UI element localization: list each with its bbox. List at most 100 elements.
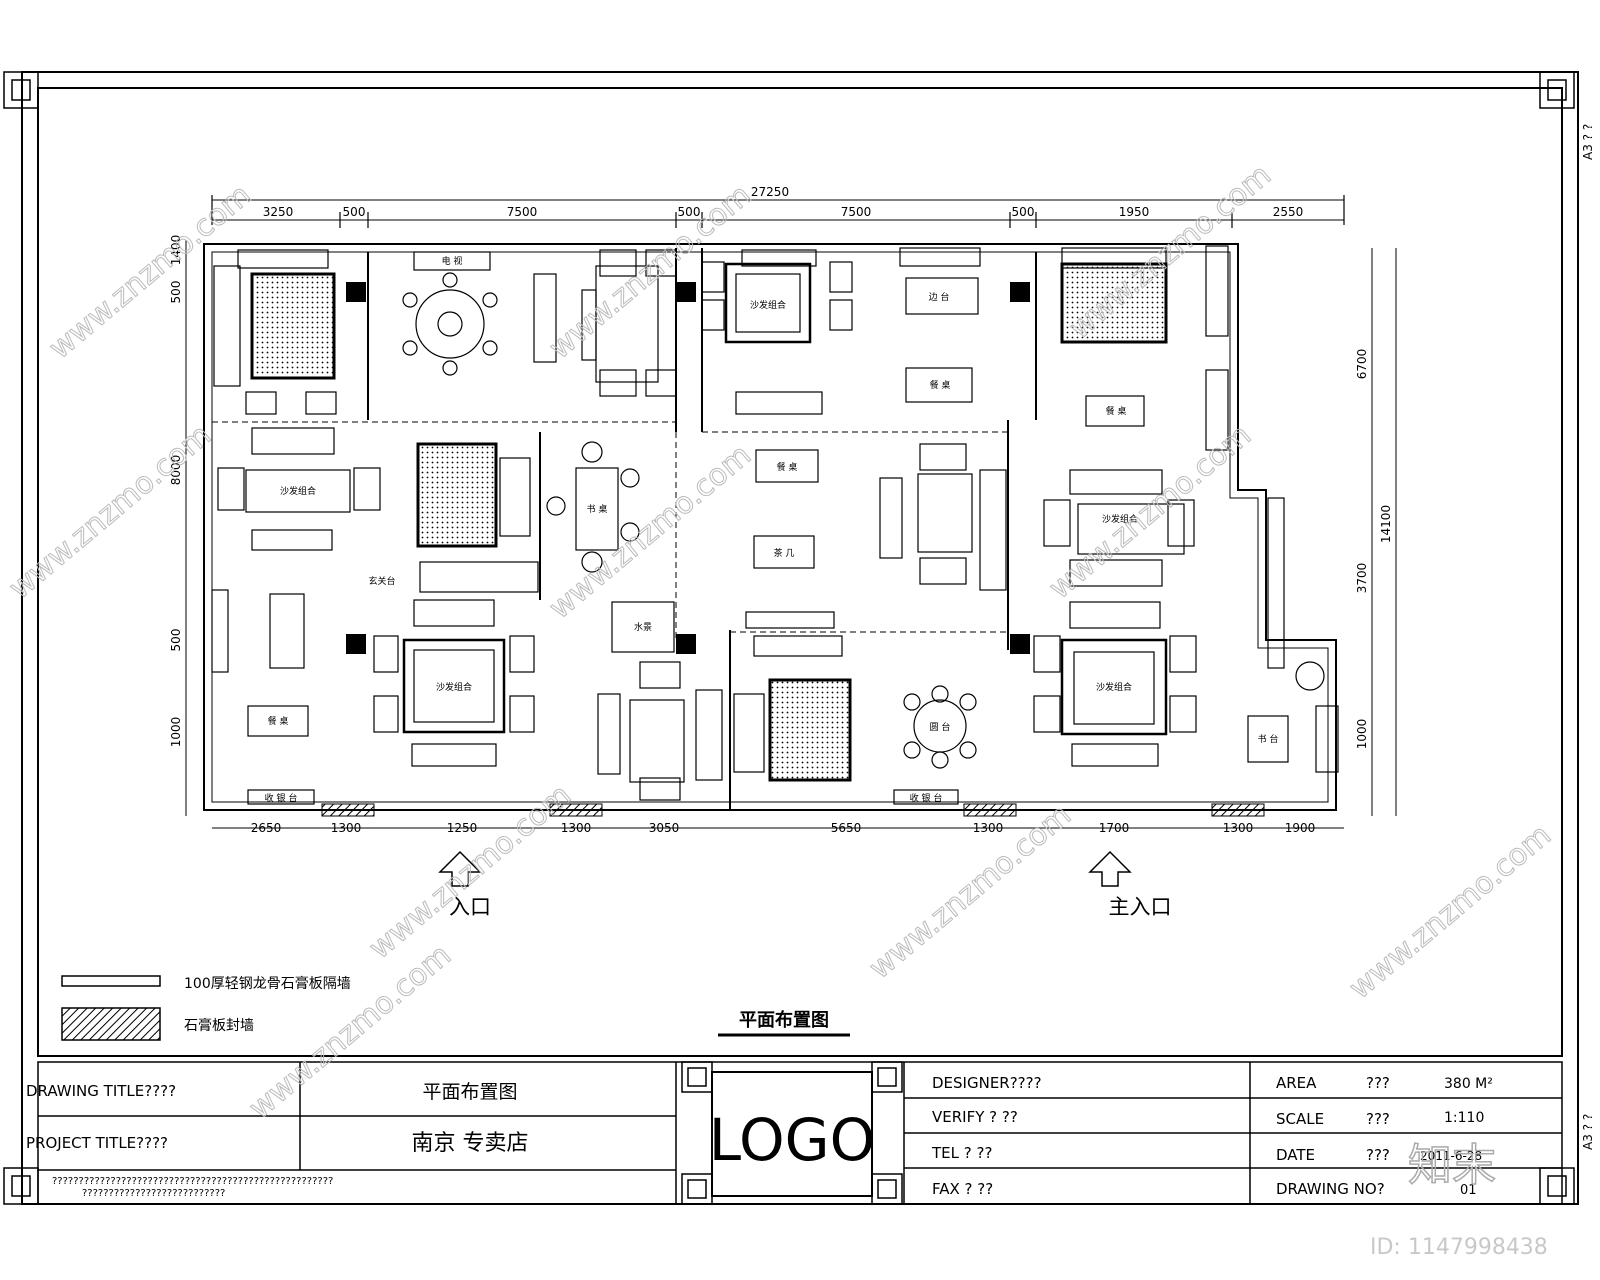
dim-left-4: 500 xyxy=(169,629,183,652)
right-dimension-labels: 14100 6700 3700 1000 xyxy=(1355,349,1393,750)
drawing-no-key: DRAWING NO? xyxy=(1276,1180,1385,1198)
legend-swatch-sealing xyxy=(61,1007,161,1041)
label-console: 玄关台 xyxy=(368,575,395,587)
label-dining-1: 餐 桌 xyxy=(930,379,951,391)
watermark-site-8: www.znzmo.com xyxy=(863,798,1078,987)
dim-bottom-9: 1300 xyxy=(1223,821,1254,835)
dining-table-top-right xyxy=(899,247,981,403)
date-value: 2011-6-28 xyxy=(1420,1149,1482,1163)
drawing-title-value: 平面布置图 xyxy=(422,1081,517,1103)
label-study-table: 书 台 xyxy=(1258,733,1279,745)
label-dining-4: 餐 桌 xyxy=(268,715,289,727)
entrance-arrow-main xyxy=(1088,850,1132,887)
legend: 100厚轻钢龙骨石膏板隔墙 石膏板封墙 xyxy=(61,975,351,1041)
note-line-1: ????????????????????????????????????????… xyxy=(52,1176,333,1187)
dining-table-right xyxy=(1085,369,1229,451)
label-round-table: 圆 台 xyxy=(930,721,951,733)
dim-right-2: 3700 xyxy=(1355,563,1369,594)
dim-top-8: 2550 xyxy=(1273,205,1304,219)
drawing-title-key: DRAWING TITLE???? xyxy=(26,1082,176,1100)
label-sofa-mid-left: 沙发组合 xyxy=(280,485,316,497)
dim-top-6: 500 xyxy=(1012,205,1035,219)
plan-title: 平面布置图 xyxy=(739,1009,829,1031)
water-feature-box xyxy=(611,601,675,653)
dim-top-2: 500 xyxy=(343,205,366,219)
bedroom-lower xyxy=(733,635,852,782)
label-sofa-lower-left: 沙发组合 xyxy=(436,681,472,693)
sofa-set-top xyxy=(701,249,853,415)
scale-value: 1:110 xyxy=(1444,1110,1484,1126)
dining-mid-center xyxy=(745,449,835,629)
corner-brand-logo: 知末 xyxy=(1408,1140,1496,1191)
dim-top-5: 7500 xyxy=(841,205,872,219)
legend-label-partition: 100厚轻钢龙骨石膏板隔墙 xyxy=(184,975,351,992)
label-counter-right: 收 银 台 xyxy=(910,792,943,804)
bottom-dimension-labels: 2650 1300 1250 1300 3050 5650 1300 1700 … xyxy=(251,821,1316,835)
dim-left-2: 500 xyxy=(169,281,183,304)
watermark-site-5: www.znzmo.com xyxy=(543,438,758,627)
area-value: 380 M² xyxy=(1444,1076,1493,1092)
dim-right-overall: 14100 xyxy=(1379,505,1393,543)
label-water-feature: 水景 xyxy=(634,621,652,633)
dim-bottom-8: 1700 xyxy=(1099,821,1130,835)
legend-label-sealing: 石膏板封墙 xyxy=(184,1017,254,1034)
entrance-arrows xyxy=(438,850,1132,887)
furniture-labels: 电 视 沙发组合 沙发组合 沙发组合 沙发组合 沙发组合 餐 桌 餐 桌 餐 桌… xyxy=(265,255,1279,804)
id-watermark: ID: 1147998438 xyxy=(1370,1235,1548,1260)
sofa-set-right xyxy=(1043,469,1195,587)
area-q: ??? xyxy=(1366,1074,1390,1092)
dim-right-1: 6700 xyxy=(1355,349,1369,380)
dimension-lines xyxy=(185,195,1397,829)
dim-bottom-10: 1900 xyxy=(1285,821,1316,835)
label-sofa-mid-right: 沙发组合 xyxy=(1102,513,1138,525)
date-q: ??? xyxy=(1366,1146,1390,1164)
bedroom-top-right xyxy=(1060,245,1229,344)
dim-bottom-4: 1300 xyxy=(561,821,592,835)
entrance-arrow-left xyxy=(438,850,482,887)
sofa-set-lower-left xyxy=(373,561,539,767)
dim-top-1: 3250 xyxy=(263,205,294,219)
dim-bottom-5: 3050 xyxy=(649,821,680,835)
note-line-2: ??????????????????????????? xyxy=(82,1188,225,1199)
title-block-text: DRAWING TITLE???? 平面布置图 PROJECT TITLE???… xyxy=(26,1074,1493,1199)
top-dimension-labels: 3250 500 7500 500 7500 500 1950 2550 xyxy=(263,205,1304,219)
label-sofa-top: 沙发组合 xyxy=(750,299,786,311)
tel-field: TEL ? ?? xyxy=(931,1144,992,1162)
project-title-key: PROJECT TITLE???? xyxy=(26,1134,168,1152)
dim-left-3: 8000 xyxy=(169,455,183,486)
label-side-table: 边 台 xyxy=(929,291,950,303)
sofa-set-lower-right xyxy=(1033,497,1285,767)
label-desk: 书 桌 xyxy=(587,503,608,515)
zone-dashed-lines xyxy=(211,421,1008,802)
sofa-set-mid-right xyxy=(879,443,1007,591)
label-counter-left: 收 银 台 xyxy=(265,792,298,804)
designer-field: DESIGNER???? xyxy=(932,1074,1042,1092)
dim-bottom-7: 1300 xyxy=(973,821,1004,835)
dim-right-3: 1000 xyxy=(1355,719,1369,750)
scale-key: SCALE xyxy=(1276,1110,1324,1128)
main-entrance-label: 主入口 xyxy=(1109,895,1172,919)
watermark-site-6: www.znzmo.com xyxy=(1043,418,1258,607)
structural-columns xyxy=(346,282,1030,654)
label-sofa-lower-right: 沙发组合 xyxy=(1096,681,1132,693)
furniture xyxy=(211,245,1339,805)
dim-bottom-2: 1300 xyxy=(331,821,362,835)
dim-top-4: 500 xyxy=(678,205,701,219)
sofa-set-mid-left xyxy=(217,427,381,551)
dim-bottom-6: 5650 xyxy=(831,821,862,835)
label-dining-3: 餐 桌 xyxy=(777,461,798,473)
label-dining-2: 餐 桌 xyxy=(1106,405,1127,417)
logo-text: LOGO xyxy=(709,1106,876,1174)
bedroom-top-left xyxy=(213,249,337,415)
dim-top-3: 7500 xyxy=(507,205,538,219)
dim-overall-width: 27250 xyxy=(751,185,789,199)
dim-left-5: 1000 xyxy=(169,717,183,748)
bedroom-middle xyxy=(416,442,531,548)
project-title-value: 南京 专卖店 xyxy=(412,1131,529,1156)
tv-console-top xyxy=(413,251,491,271)
dim-left-1: 1400 xyxy=(169,235,183,266)
desk-middle xyxy=(546,441,640,573)
scale-q: ??? xyxy=(1366,1110,1390,1128)
round-dining-table xyxy=(402,272,498,376)
